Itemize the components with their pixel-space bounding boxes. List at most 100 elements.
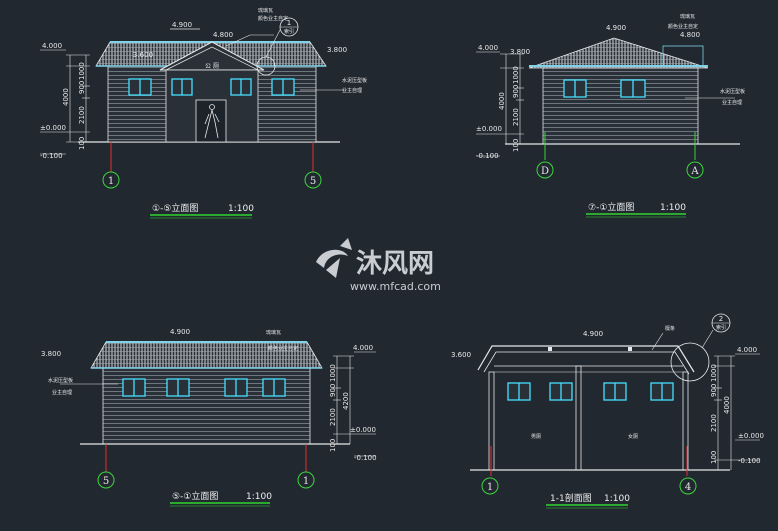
section-view: 男厕 女厕 1 4 4.900 3.600 檩条 2 索引 4.000: [451, 313, 764, 509]
side-wall-note-1: 水泥压型板: [720, 88, 745, 95]
side-dim-d: 100: [512, 139, 520, 152]
front-axis-label-left: 1: [108, 176, 114, 187]
side-axis-bubble-left: [536, 161, 554, 179]
rear-view-scale: 1:100: [246, 492, 272, 502]
front-dim-d: 100: [78, 137, 86, 150]
section-axis-label-right: 4: [685, 482, 691, 493]
front-level-neg: -0.100: [40, 152, 63, 160]
section-dim-b: 900: [710, 384, 718, 397]
rear-dim-top: 4.000: [353, 344, 373, 352]
section-wall-right: [682, 371, 689, 471]
side-wall-note-2: 业主自理: [722, 99, 742, 106]
watermark-brand: 沐风网: [356, 249, 434, 279]
front-dim-c: 2100: [78, 106, 86, 124]
front-dim-a: 1000: [78, 62, 86, 80]
section-roof-outline: [477, 345, 695, 373]
rear-roof-note-1: 琉璃瓦: [266, 329, 281, 336]
section-roof-note: 檩条: [665, 325, 675, 332]
rear-wall-note-1: 水泥压型板: [48, 377, 73, 384]
section-dim-top: 4.000: [737, 346, 757, 354]
front-detail-number: 1: [287, 19, 291, 27]
side-level-zero: ±0.000: [476, 125, 502, 133]
section-level-neg: -0.100: [738, 457, 761, 465]
section-detail-ref: 索引: [716, 324, 726, 331]
front-level-zero: ±0.000: [40, 124, 66, 132]
watermark-logo-icon: [316, 238, 352, 278]
rear-dim-b: 900: [329, 384, 337, 397]
section-axis-label-left: 1: [487, 482, 493, 493]
section-eave-level: 3.600: [451, 351, 471, 359]
rear-axis-label-right: 1: [303, 476, 309, 487]
front-detail-ref: 索引: [284, 28, 294, 35]
front-view-title: ①-⑤立面图: [152, 202, 198, 214]
side-roof: [528, 37, 709, 69]
side-dim-c: 2100: [512, 108, 520, 126]
front-ridge-level: 4.800: [213, 31, 233, 39]
section-dim-total: 4000: [723, 396, 731, 414]
side-roof-gable-detail: [662, 45, 704, 67]
side-view-scale: 1:100: [660, 203, 686, 213]
section-wall-middle: [575, 365, 582, 471]
rear-axis-bubble-right: [297, 471, 315, 489]
front-eave-level: 3.800: [327, 46, 347, 54]
rear-view-title: ⑤-①立面图: [172, 490, 218, 502]
rear-level-neg: -0.100: [354, 454, 377, 462]
front-room-sign: 公 厕: [205, 63, 219, 70]
front-door: [195, 99, 227, 143]
rear-wall-note-2: 业主自理: [52, 389, 72, 396]
front-dim-total: 4000: [62, 88, 70, 106]
section-detail-callout-circle: [670, 342, 710, 382]
front-wall-note-1: 水泥压型板: [342, 77, 367, 84]
side-ridge-level: 4.800: [680, 31, 700, 39]
front-roof-note-2: 颜色业主自定: [258, 15, 288, 22]
section-room-right: 女厕: [628, 433, 638, 440]
section-dim-d: 100: [710, 451, 718, 464]
rear-dim-a: 1000: [329, 364, 337, 382]
rear-dim-c: 2100: [329, 408, 337, 426]
side-view-title: ⑦-①立面图: [588, 201, 634, 213]
section-axis-bubble-right: [679, 477, 697, 495]
front-axis-label-right: 5: [310, 176, 316, 187]
side-axis-bubble-right: [686, 161, 704, 179]
section-view-title: 1-1剖面图: [550, 492, 592, 504]
section-level-zero: ±0.000: [738, 432, 764, 440]
side-eave-level: 3.800: [510, 48, 530, 56]
person-figure-icon: [204, 104, 220, 139]
watermark: 沐风网 www.mfcad.com: [316, 238, 441, 293]
rear-roof-note-2: 颜色业主自定: [268, 345, 298, 352]
rear-level-zero: ±0.000: [350, 426, 376, 434]
rear-top-level: 4.900: [170, 328, 190, 336]
front-wall-note-2: 业主自理: [342, 87, 362, 94]
side-dim-total: 4000: [498, 92, 506, 110]
front-axis-bubble-right: [304, 171, 322, 189]
section-dim-c: 2100: [710, 414, 718, 432]
side-axis-label-left: D: [541, 166, 549, 177]
front-axis-bubble-left: [102, 171, 120, 189]
side-level-neg: -0.100: [476, 152, 499, 160]
rear-axis-label-left: 5: [103, 476, 109, 487]
side-dim-a: 1000: [512, 66, 520, 84]
section-room-left: 男厕: [531, 434, 541, 440]
section-dim-a: 1000: [710, 364, 718, 382]
section-axis-bubble-left: [481, 477, 499, 495]
side-axis-label-right: A: [690, 166, 699, 177]
front-eave-level-left: 3.600: [133, 51, 153, 59]
side-roof-note-1: 琉璃瓦: [680, 13, 695, 20]
section-detail-number: 2: [719, 315, 723, 323]
front-dim-b: 900: [78, 81, 86, 94]
rear-dim-d: 100: [329, 439, 337, 452]
side-dim-top: 4.000: [478, 44, 498, 52]
front-roof-note-1: 琉璃瓦: [258, 7, 273, 14]
side-top-level: 4.900: [606, 24, 626, 32]
side-elevation: D A 4.900 4.800 3.800 琉璃瓦 颜色业主自定 水泥压型板 业…: [476, 13, 745, 218]
section-top-level: 4.900: [583, 330, 603, 338]
rear-axis-bubble-left: [97, 471, 115, 489]
front-top-level: 4.900: [172, 21, 192, 29]
rear-eave-level: 3.800: [41, 350, 61, 358]
watermark-url: www.mfcad.com: [350, 280, 441, 293]
rear-dim-total: 4200: [342, 392, 350, 410]
front-elevation: 公 厕 1 5 4.900 4.800 3.600 3.800 1 索引 琉璃瓦…: [40, 7, 367, 219]
side-dim-b: 900: [512, 85, 520, 98]
side-roof-note-2: 颜色业主自定: [668, 23, 698, 30]
